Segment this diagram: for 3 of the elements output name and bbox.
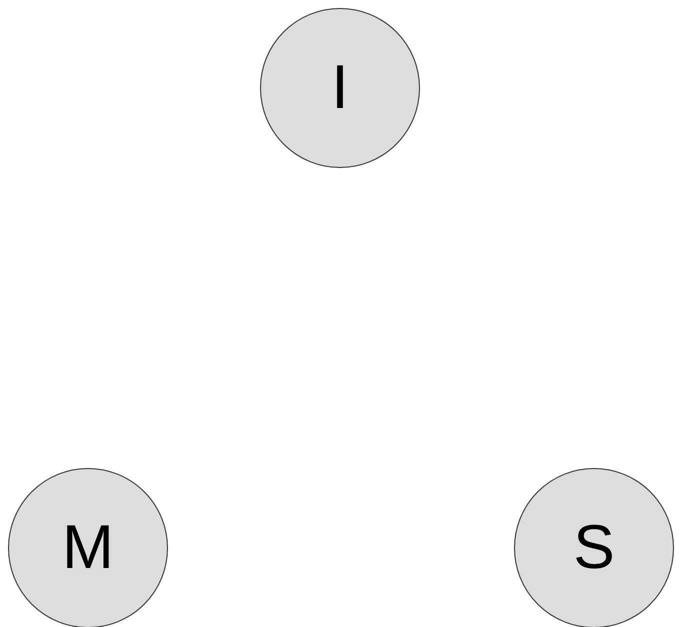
node-label: S [573, 517, 615, 579]
node-label: M [62, 517, 114, 579]
node-label: I [331, 57, 349, 119]
